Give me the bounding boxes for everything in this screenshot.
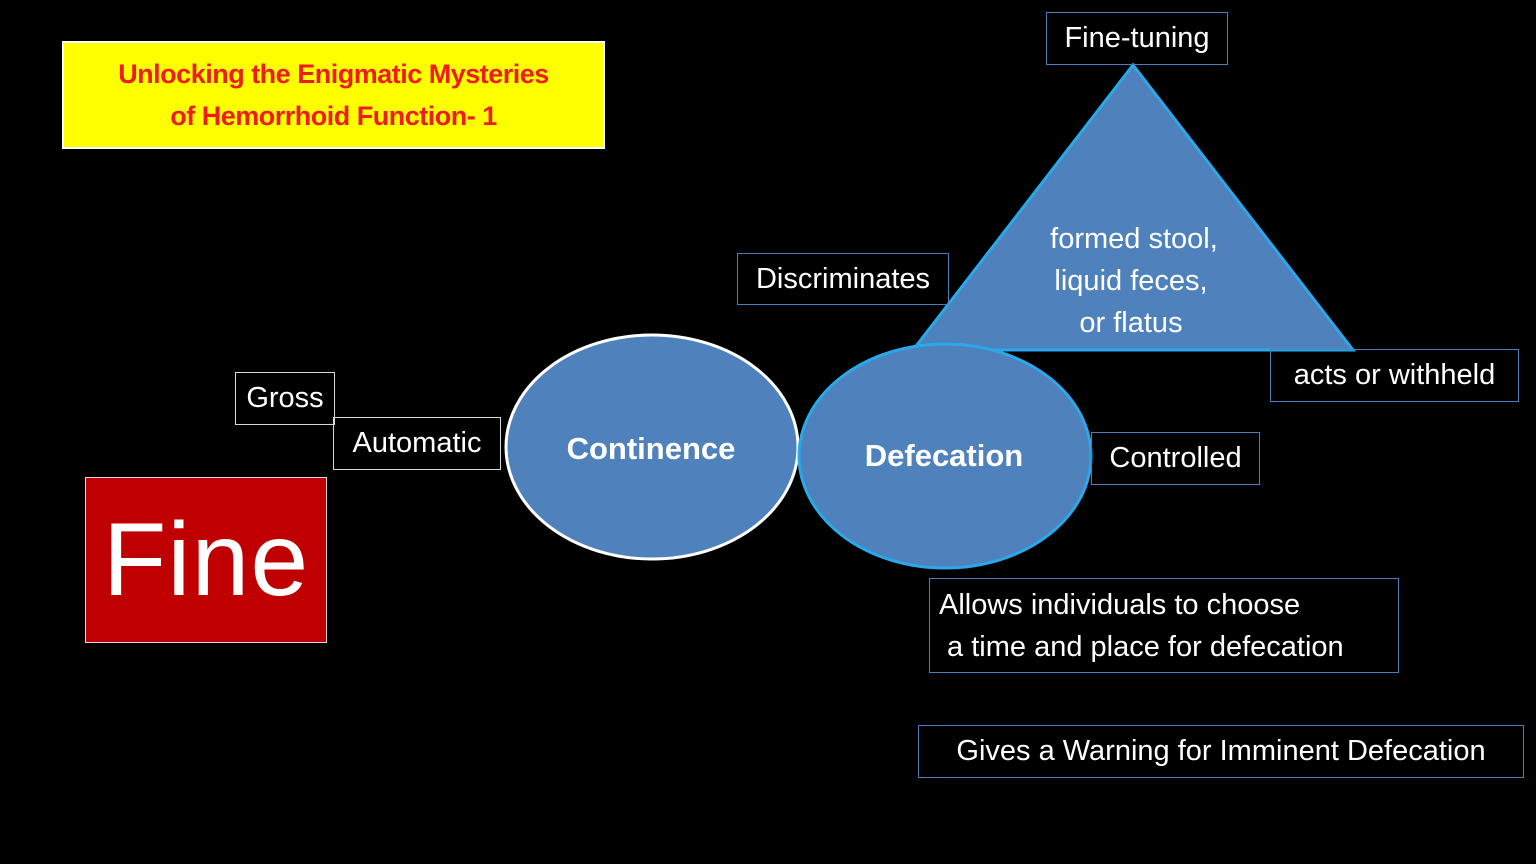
allows-line-1: Allows individuals to choose bbox=[939, 588, 1301, 621]
fine-box: Fine bbox=[85, 477, 327, 643]
fine-tuning-triangle bbox=[909, 62, 1357, 352]
fine-tuning-label: Fine-tuning bbox=[1046, 12, 1228, 65]
slide-title: Unlocking the Enigmatic Mysteries of Hem… bbox=[62, 41, 605, 149]
warning-note: Gives a Warning for Imminent Defecation bbox=[918, 725, 1524, 778]
automatic-label: Automatic bbox=[333, 417, 501, 470]
triangle-line-1: formed stool, bbox=[1050, 223, 1218, 255]
triangle-line-2: liquid feces, bbox=[1054, 265, 1207, 297]
gross-label: Gross bbox=[235, 372, 335, 425]
discriminates-label: Discriminates bbox=[737, 253, 949, 305]
allows-choose-note: Allows individuals to choose a time and … bbox=[929, 578, 1399, 673]
title-line-2: of Hemorrhoid Function- 1 bbox=[170, 101, 497, 131]
controlled-label: Controlled bbox=[1091, 432, 1260, 485]
defecation-label: Defecation bbox=[865, 438, 1023, 473]
title-line-1: Unlocking the Enigmatic Mysteries bbox=[118, 59, 549, 89]
allows-line-2: a time and place for defecation bbox=[939, 630, 1344, 663]
acts-or-withheld-label: acts or withheld bbox=[1270, 349, 1519, 402]
triangle-line-3: or flatus bbox=[1079, 307, 1182, 339]
continence-label: Continence bbox=[567, 431, 736, 466]
